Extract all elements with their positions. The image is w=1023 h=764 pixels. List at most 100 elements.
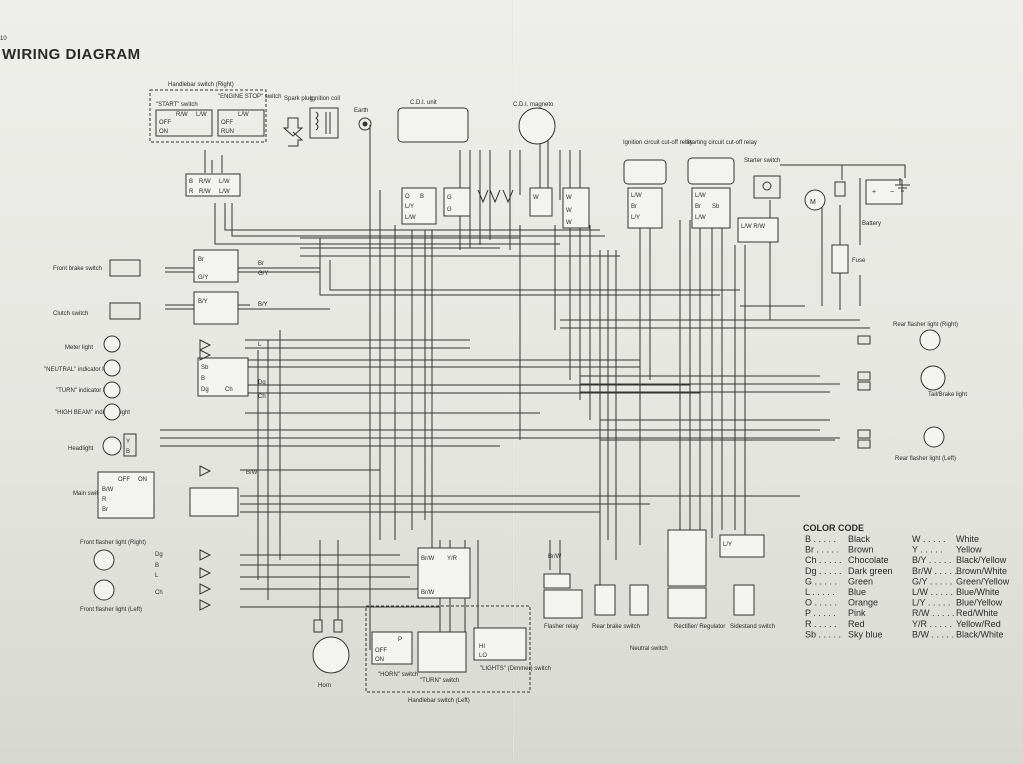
wire-tag: G: [447, 195, 452, 201]
wire-tag: R/W: [199, 189, 211, 195]
meter-light-bulb-icon: [103, 335, 121, 353]
rear-flasher-right-label: Rear flasher light (Right): [893, 322, 958, 328]
ignition-group: Spark plug Ignition coil Earth: [282, 96, 372, 147]
wire-tag: R/W: [199, 179, 211, 185]
meter-connector: [197, 357, 249, 397]
wire-tag: L/Y: [405, 204, 414, 210]
earth-icon: [358, 117, 372, 131]
handlebar-left-label: Handlebar switch (Left): [408, 698, 470, 704]
wire-tag: W: [566, 195, 572, 201]
color-code-name: Yellow/Red: [956, 619, 1001, 629]
horn-switch-box: [371, 631, 413, 665]
color-code-name: Orange: [848, 598, 878, 608]
wire-tag: Ch: [225, 387, 233, 393]
flasher-relay-connector: [543, 573, 571, 589]
wire-tag: B: [126, 449, 130, 455]
wire-tag: B/Y: [258, 302, 268, 308]
wire-tag: B/Y: [198, 299, 208, 305]
wire-tag: G/Y: [258, 271, 268, 277]
starting-relay-connector: [691, 187, 731, 229]
color-code-abbrev: Ch . . . . .: [805, 555, 842, 565]
sidestand-switch-box: [733, 584, 755, 616]
wire-tag: Br/W: [421, 556, 435, 562]
main-switch-connector: [189, 487, 239, 517]
wire-tag: L/W: [238, 112, 249, 118]
handlebar-switch-left-frame: [365, 605, 531, 693]
color-code-name: Dark green: [848, 566, 893, 576]
starter-motor-letter: M: [810, 199, 816, 206]
diagram-title: WIRING DIAGRAM: [2, 46, 141, 63]
earth-label: Earth: [354, 108, 368, 114]
color-code-name: Pink: [848, 608, 866, 618]
wire-tag: L: [155, 573, 159, 579]
front-flasher-left-label: Front flasher light (Left): [80, 607, 142, 613]
high-beam-bulb-icon: [103, 403, 121, 421]
wire-tag: B: [155, 563, 159, 569]
color-code-abbrev: W . . . . .: [912, 534, 946, 544]
starter-motor-icon: [804, 189, 826, 211]
magneto-connector-c: [562, 187, 590, 229]
wire-tag: L/W: [631, 193, 642, 199]
wire-tag: L/W R/W: [741, 224, 765, 230]
bottom-components: Horn Handlebar switch (Left) OFF ON P "H…: [312, 529, 775, 704]
wire-tag: Ch: [258, 394, 266, 400]
start-on-text: ON: [159, 129, 168, 135]
rear-brake-switch-box: [594, 584, 616, 616]
cdi-group: C.D.I. unit C.D.I. magneto O B L/Y L/W G…: [397, 100, 590, 229]
starter-switch-box: [753, 175, 781, 199]
engine-off-text: OFF: [221, 120, 233, 126]
cdi-magneto-label: C.D.I. magneto: [513, 102, 554, 108]
wire-tag: G/Y: [198, 275, 208, 281]
battery-label: Battery: [862, 221, 881, 227]
horn-switch-label: "HORN" switch: [378, 672, 418, 678]
lights-lo-text: LO: [479, 653, 487, 659]
rear-flasher-left-bulb-icon: [923, 426, 945, 448]
rear-brake-label: Rear brake switch: [592, 624, 640, 630]
color-code-abbrev: L/W . . . . .: [912, 587, 953, 597]
wire-tag: P: [398, 637, 402, 643]
clutch-connector: [193, 291, 239, 325]
wire-tag: B: [189, 179, 193, 185]
rectifier-box: [667, 587, 707, 619]
fuse-icon: [831, 244, 849, 274]
wire-tag: L/W: [695, 193, 706, 199]
wire-tag: G: [447, 207, 452, 213]
front-brake-switch-icon: [109, 259, 141, 277]
color-code-abbrev: G/Y . . . . .: [912, 576, 952, 586]
wire-tag: Dg: [201, 387, 209, 393]
wire-tag: Br/W: [421, 590, 435, 596]
left-components: Front brake switch Br G/Y Br G/Y Clutch …: [44, 249, 268, 613]
main-on-text: ON: [138, 477, 147, 483]
wire-tag: L/W: [219, 189, 230, 195]
engine-stop-label: "ENGINE STOP" switch: [218, 94, 282, 100]
color-code-name: White: [956, 534, 979, 544]
wire-tag: B/W: [246, 470, 258, 476]
tail-brake-label: Tail/Brake light: [928, 392, 967, 398]
cdi-unit-label: C.D.I. unit: [410, 100, 437, 106]
magneto-connector-a: [443, 187, 471, 217]
color-code-abbrev: P . . . . .: [805, 608, 836, 618]
wire-tag: R/W: [176, 112, 188, 118]
color-code-name: Green: [848, 576, 873, 586]
color-code-abbrev: L/Y . . . . .: [912, 598, 950, 608]
start-switch-label: "START" switch: [156, 102, 198, 108]
rear-flasher-right-bulb-icon: [919, 329, 941, 351]
sidestand-label: Sidestand switch: [730, 624, 775, 630]
color-code-abbrev: Br/W . . . . .: [912, 566, 957, 576]
fuse-label: Fuse: [852, 258, 866, 264]
flasher-relay-label: Flasher relay: [544, 624, 579, 630]
turn-switch-box: [417, 631, 467, 673]
neutral-indicator-label: "NEUTRAL" indicator light: [44, 367, 114, 373]
starting-relay-label: Starting circuit cut-off relay: [686, 140, 757, 146]
sidestand-connector: [719, 534, 765, 558]
wire-tag: W: [566, 208, 572, 214]
start-off-text: OFF: [159, 120, 171, 126]
turn-bulb-icon: [103, 381, 121, 399]
starter-switch-label: Starter switch: [744, 158, 780, 164]
neutral-switch-box: [629, 584, 649, 616]
wire-tag: Sb: [712, 204, 720, 210]
wire-tag: L/W: [196, 112, 207, 118]
